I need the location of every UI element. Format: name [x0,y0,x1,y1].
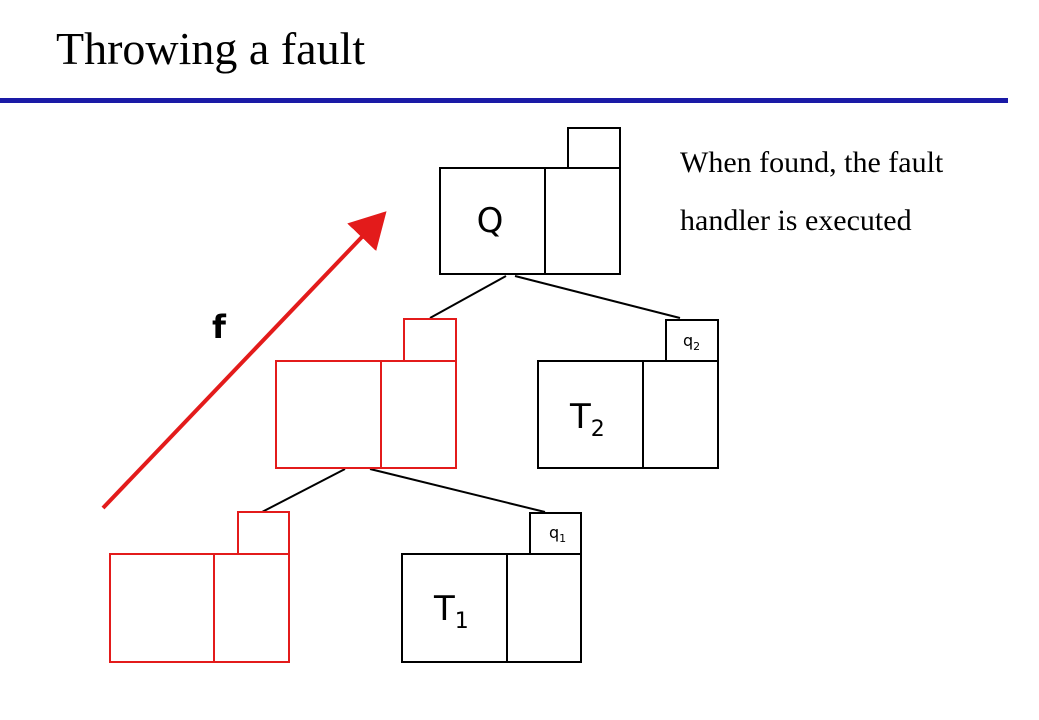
scope-node-t2: T2 q2 [537,319,719,469]
explanation-note: When found, the fault handler is execute… [680,134,943,250]
node-middle-box [275,360,457,469]
slide-title: Throwing a fault [56,23,366,74]
node-t2-box [537,360,719,469]
scope-node-q: Q [439,127,621,275]
node-t2-handler-tab [665,319,719,362]
node-q-label: Q [477,201,504,241]
node-bottom-box [109,553,290,663]
note-line-1: When found, the fault [680,146,944,179]
edge-q-to-t2 [514,275,681,319]
node-middle-handler-tab [403,318,457,362]
title-rule-bar [0,98,1008,103]
tree-edges [261,275,681,513]
node-t1-tag-main: q [549,523,559,542]
title-rule [0,98,1008,103]
fault-arrow-label: f [212,308,227,346]
node-t1-box [401,553,582,663]
scope-node-t1: T1 q1 [401,512,582,663]
node-t1-label-main: T [433,589,455,629]
node-bottom-handler-tab [237,511,290,555]
scope-node-bottom [109,511,290,663]
node-t1-tag-label: q1 [549,523,566,545]
node-t1-tag-sub: 1 [559,532,566,545]
scope-node-middle [275,318,457,469]
edge-middle-to-t1 [369,468,546,513]
edge-middle-to-bottom [261,468,346,513]
node-t2-tag-sub: 2 [693,340,700,353]
node-t2-tag-label: q2 [683,331,700,353]
node-t1-handler-tab [529,512,582,555]
node-t2-label-sub: 2 [591,417,605,442]
note-line-2: handler is executed [680,204,912,237]
node-t2-tag-main: q [683,331,693,350]
node-q-box [439,167,621,275]
node-t2-label-main: T [569,397,591,437]
node-t1-label-sub: 1 [455,609,469,634]
node-t2-label: T2 [569,397,605,442]
node-t1-label: T1 [433,589,469,634]
fault-propagation-arrow [101,211,387,510]
edge-q-to-middle [429,275,507,319]
node-q-handler-tab [567,127,621,169]
